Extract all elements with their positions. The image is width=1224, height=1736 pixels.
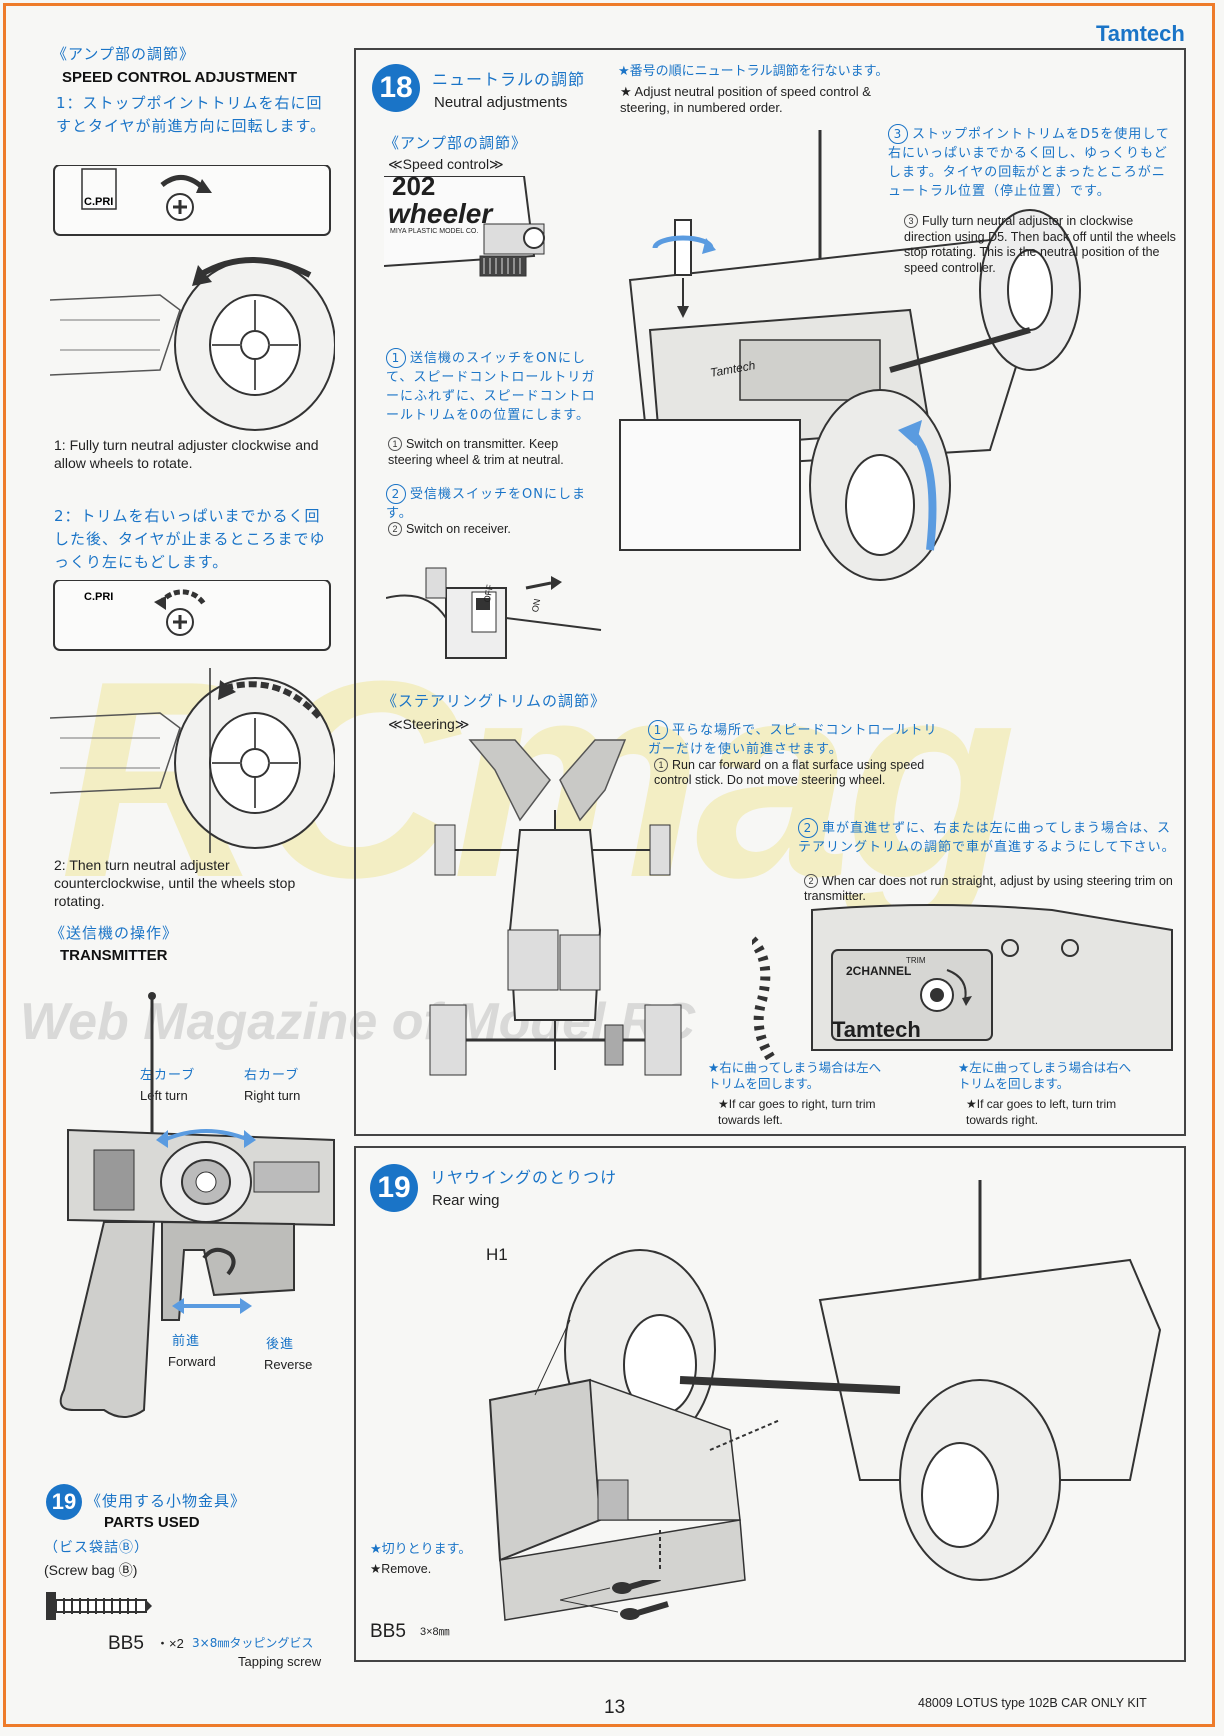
page-number: 13 bbox=[604, 1697, 626, 1718]
tapping-screw-icon bbox=[46, 1592, 152, 1620]
reverse-en: Reverse bbox=[264, 1357, 313, 1372]
transmitter-trim-closeup bbox=[752, 904, 1173, 1060]
right-turn-jp: 右カーブ bbox=[244, 1068, 300, 1083]
receiver-switch-illustration bbox=[386, 567, 602, 659]
transmitter-jp-title: 《送信機の操作》 bbox=[50, 924, 179, 942]
transmitter-illustration bbox=[59, 992, 335, 1418]
chassis-neutral-illustration bbox=[619, 130, 1081, 581]
part-h1-label: H1 bbox=[486, 1245, 508, 1264]
step18-title-jp: ニュートラルの調節 bbox=[432, 70, 586, 89]
speed-adjuster-illustration-1: C.PRI bbox=[53, 165, 331, 236]
right-turn-en: Right turn bbox=[244, 1088, 301, 1103]
speed-controller-closeup bbox=[384, 176, 545, 277]
parts-en-title: PARTS USED bbox=[104, 1514, 200, 1531]
part-desc-en: Tapping screw bbox=[238, 1654, 322, 1669]
car-top-view-illustration bbox=[429, 739, 682, 1076]
remove-note-jp: ★切りとります。 bbox=[370, 1542, 472, 1557]
remove-note-en: ★Remove. bbox=[370, 1562, 432, 1576]
brand-logo: Tamtech bbox=[1096, 21, 1185, 46]
reverse-jp: 後進 bbox=[266, 1337, 295, 1352]
left-correct-jp: ★左に曲ってしまう場合は右へトリムを回します。 bbox=[958, 1060, 1132, 1091]
wing-screws-icon bbox=[560, 1580, 669, 1620]
left-correct-en: ★If car goes to left, turn trim towards … bbox=[966, 1097, 1117, 1127]
svg-text:C.PRI: C.PRI bbox=[84, 591, 113, 603]
tx-brand-label: Tamtech bbox=[832, 1017, 921, 1042]
part-qty: ・×2 bbox=[156, 1636, 184, 1651]
part-code: BB5 bbox=[108, 1633, 144, 1654]
step18-note-en: ★ Adjust neutral position of speed contr… bbox=[620, 84, 871, 115]
decal-wheeler: wheeler bbox=[388, 198, 493, 229]
forward-jp: 前進 bbox=[172, 1334, 201, 1349]
svg-text:C.PRI: C.PRI bbox=[84, 196, 113, 208]
left-turn-jp: 左カーブ bbox=[140, 1068, 196, 1083]
decal-202: 202 bbox=[392, 171, 436, 201]
speed-control-jp-title: 《アンプ部の調節》 bbox=[52, 45, 195, 63]
speed-step2-jp: 2：トリムを右いっぱいまでかるく回した後、タイヤが止まるところまでゆっくり左にも… bbox=[54, 507, 326, 571]
screw-bag-jp: （ビス袋詰Ⓑ） bbox=[44, 1540, 149, 1556]
screw-bag-en: (Screw bag Ⓑ) bbox=[44, 1562, 138, 1578]
part-desc-jp: 3×8㎜タッピングビス bbox=[192, 1636, 314, 1650]
step18-title-en: Neutral adjustments bbox=[434, 94, 568, 111]
speed-adjuster-illustration-2: C.PRI bbox=[53, 580, 331, 651]
wheel-illustration-1 bbox=[50, 257, 335, 431]
step18-panel bbox=[354, 48, 1186, 1136]
rear-wing-assembly-illustration bbox=[488, 1180, 1162, 1621]
speed-control-en-title: SPEED CONTROL ADJUSTMENT bbox=[62, 69, 298, 86]
page-border bbox=[3, 3, 1215, 1727]
kit-name: 48009 LOTUS type 102B CAR ONLY KIT bbox=[918, 1696, 1147, 1710]
step18-note-jp: ★番号の順にニュートラル調節を行ないます。 bbox=[618, 64, 889, 79]
right-correct-jp: ★右に曲ってしまう場合は左へトリムを回します。 bbox=[708, 1060, 882, 1091]
speed-control-sub-jp: 《アンプ部の調節》 bbox=[384, 134, 527, 152]
parts-jp-title: 《使用する小物金具》 bbox=[86, 1492, 247, 1510]
step19-title-jp: リヤウイングのとりつけ bbox=[430, 1168, 618, 1187]
speed-step1-en: 1: Fully turn neutral adjuster clockwise… bbox=[54, 437, 319, 471]
step18-badge: 18 bbox=[372, 64, 420, 112]
tx-trim-label: TRIM bbox=[906, 956, 926, 965]
wheel-illustration-2 bbox=[50, 668, 335, 853]
forward-en: Forward bbox=[168, 1354, 216, 1369]
steering-sub-en: ≪Steering≫ bbox=[388, 716, 470, 732]
tx-channel-label: 2CHANNEL bbox=[846, 964, 912, 978]
right-correct-en: ★If car goes to right, turn trim towards… bbox=[718, 1097, 876, 1127]
speed-control-sub-en: ≪Speed control≫ bbox=[388, 156, 504, 172]
speed-step2-en: 2: Then turn neutral adjuster counterclo… bbox=[54, 857, 296, 909]
transmitter-en-title: TRANSMITTER bbox=[60, 947, 168, 964]
switch-on-label: ON bbox=[530, 598, 543, 614]
wing-screw-code: BB5 bbox=[370, 1621, 406, 1642]
step19-badge: 19 bbox=[370, 1164, 418, 1212]
step19-title-en: Rear wing bbox=[432, 1192, 500, 1209]
parts-step-badge: 19 bbox=[46, 1484, 82, 1520]
steering-sub-jp: 《ステアリングトリムの調節》 bbox=[382, 692, 607, 710]
speed-step1-jp: 1：ストップポイントトリムを右に回すとタイヤが前進方向に回転します。 bbox=[56, 94, 327, 135]
step19-panel bbox=[354, 1146, 1186, 1662]
wing-screw-size: 3×8㎜ bbox=[420, 1626, 450, 1638]
decal-maker: MIYA PLASTIC MODEL CO. bbox=[390, 228, 479, 235]
